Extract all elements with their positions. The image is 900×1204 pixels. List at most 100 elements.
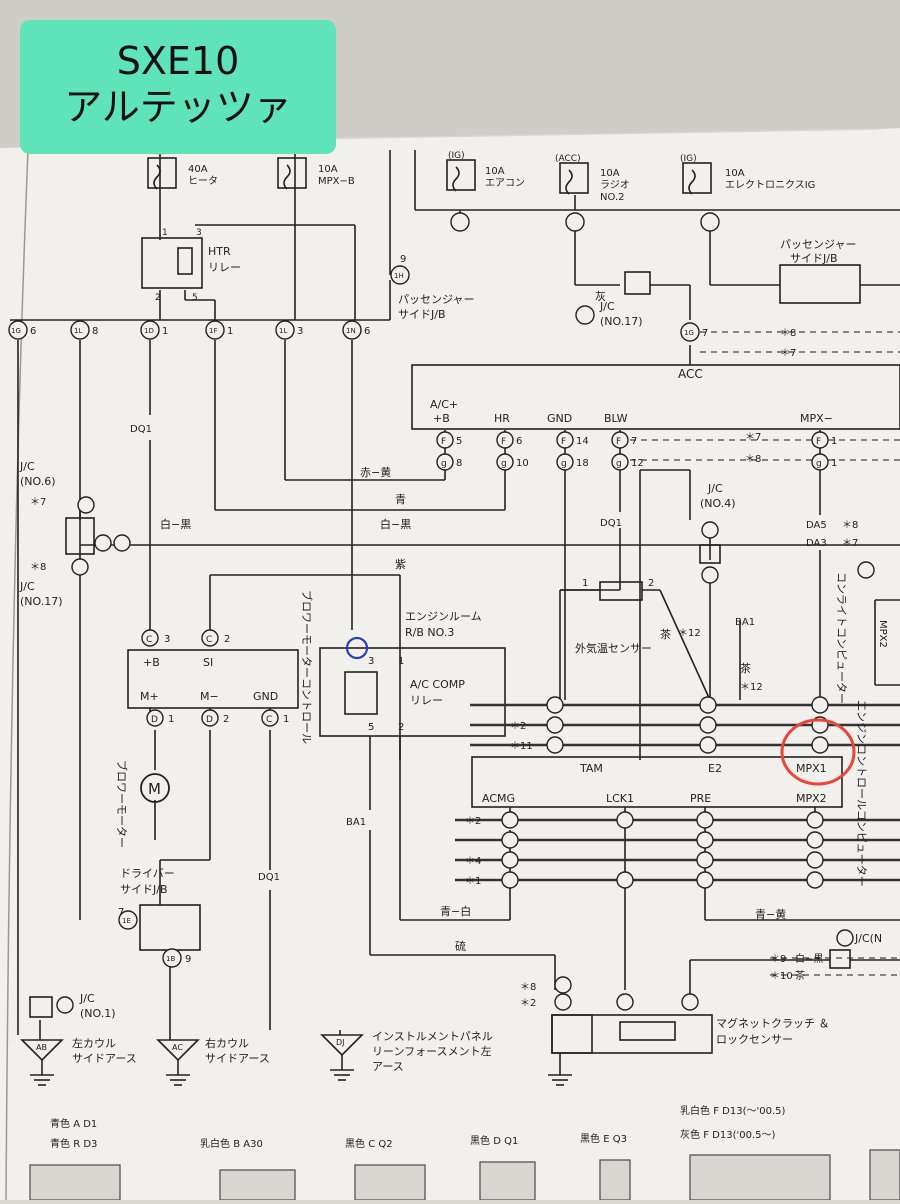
jc6-label: J/C [19, 460, 35, 473]
svg-text:＊8: ＊8 [520, 982, 536, 993]
svg-text:＊12: ＊12 [740, 682, 763, 693]
fuse-4-name2: NO.2 [600, 192, 625, 203]
wire-white-black-1: 白−黒 [160, 517, 191, 531]
blower-pin-si: SI [203, 656, 213, 669]
ecu-side-label: エンジンコントロールコンピューター [855, 700, 868, 887]
connector-circles [8, 212, 875, 1014]
svg-text:F: F [561, 437, 566, 447]
ecu-pin-lck1: LCK1 [606, 792, 634, 805]
svg-text:3: 3 [368, 656, 374, 667]
svg-text:＊8: ＊8 [780, 328, 796, 339]
svg-text:1B: 1B [166, 955, 175, 963]
wire-purple: 紫 [395, 558, 406, 571]
svg-text:6: 6 [516, 436, 522, 447]
htr-pin-1: 1 [162, 228, 168, 238]
wires [10, 150, 900, 1070]
blower-motor-symbol [140, 773, 170, 803]
conn-id-dq1-c: DQ1 [258, 872, 280, 883]
fuse-1-name: ヒータ [188, 175, 218, 187]
svg-text:8: 8 [456, 458, 462, 469]
htr-relay-label: HTR [208, 245, 231, 258]
wire-blue-1: 青 [395, 493, 406, 506]
fuse-5-name: エレクトロニクスIG [725, 179, 815, 191]
conn-top-2: 1L [74, 327, 82, 335]
svg-text:＊1: ＊1 [465, 876, 481, 887]
svg-text:＊10: ＊10 [770, 971, 793, 982]
mpx2-right-label: MPX2 [877, 620, 888, 648]
conn-top-2n: 8 [92, 326, 98, 337]
htr-relay-label2: リレー [208, 261, 241, 274]
svg-text:7: 7 [631, 436, 637, 447]
legend-7: 乳白色 F D13(〜'00.5) [680, 1104, 785, 1117]
magnet-clutch-label: マグネットクラッチ ＆ [716, 1016, 830, 1030]
wire-gray-1: 灰 [595, 289, 606, 303]
ac-computer-label: コンライトコンピューター [835, 572, 848, 704]
legend-connectors [29, 1149, 900, 1201]
fuse-shapes [29, 157, 861, 1054]
svg-text:3: 3 [164, 634, 170, 645]
svg-text:AC: AC [172, 1043, 183, 1052]
conn-top-1n: 6 [30, 326, 36, 337]
legend-4: 黒色 C Q2 [345, 1137, 393, 1150]
ecu-pin-tam: TAM [579, 762, 603, 775]
amp-pin-b: +B [433, 412, 450, 425]
svg-text:1: 1 [168, 714, 174, 725]
blower-pin-b: +B [143, 656, 160, 669]
jc4-label2: (NO.4) [700, 497, 736, 510]
svg-text:g: g [501, 459, 507, 469]
wire-brown-1: 茶 [660, 628, 671, 641]
svg-text:1: 1 [831, 436, 837, 447]
jc6-label2: (NO.6) [20, 475, 56, 488]
jc1-label2: (NO.1) [80, 1007, 116, 1020]
conn-top-5: 1L [279, 327, 287, 335]
wire-white-black-2: 白−黒 [380, 517, 411, 531]
svg-text:5: 5 [456, 436, 462, 447]
ground-ab-label: 左カウル [72, 1037, 116, 1050]
amp-pin-blw: BLW [604, 412, 628, 425]
outside-sensor-label: 外気温センサー [575, 641, 652, 655]
conn-top-6n: 6 [364, 326, 370, 337]
fuse-2-amp: 10A [318, 164, 338, 175]
jc17-left-label: J/C [19, 580, 35, 593]
svg-text:18: 18 [576, 458, 589, 469]
svg-text:5: 5 [368, 722, 374, 733]
driver-jb-label: ドライバー [120, 867, 175, 880]
conn-id-ba1-a: BA1 [735, 617, 755, 628]
svg-text:＊9: ＊9 [770, 954, 786, 965]
blower-control-label: ブロワーモーターコントロール [300, 590, 314, 744]
amp-pin-gnd: GND [547, 412, 572, 425]
jc17-left-label2: (NO.17) [20, 595, 63, 608]
jc1-label: J/C [79, 992, 95, 1005]
conn-id-ba1-b: BA1 [346, 817, 366, 828]
conn-top-4: 1F [209, 327, 217, 335]
fuse-3-name: エアコン [485, 178, 525, 189]
acc-label: ACC [678, 367, 703, 381]
blower-pin-mplus: M+ [140, 690, 159, 703]
conn-top-7: 1H [394, 272, 404, 280]
page-curl-left [5, 149, 29, 1201]
model-code: SXE10 [116, 39, 240, 83]
svg-text:＊8: ＊8 [842, 520, 858, 531]
svg-text:＊11: ＊11 [510, 741, 533, 752]
svg-text:DJ: DJ [336, 1038, 345, 1047]
passenger-jb-label: パッセンジャー [398, 293, 474, 306]
svg-text:C: C [206, 635, 212, 645]
svg-text:1: 1 [831, 458, 837, 469]
svg-text:F: F [816, 437, 821, 447]
conn-top-5n: 3 [297, 326, 303, 337]
svg-text:D: D [151, 715, 158, 725]
ground-symbols [20, 1034, 572, 1086]
svg-text:＊4: ＊4 [465, 856, 481, 867]
svg-text:1: 1 [582, 578, 588, 589]
svg-text:C: C [266, 715, 272, 725]
svg-text:＊7: ＊7 [780, 348, 796, 359]
svg-text:＊2: ＊2 [510, 721, 526, 732]
fuse-1-amp: 40A [188, 164, 208, 175]
svg-text:1: 1 [398, 656, 404, 667]
legend-8: 灰色 F D13('00.5〜) [680, 1128, 775, 1141]
svg-text:g: g [561, 459, 567, 469]
fuse-4-amp: 10A [600, 168, 620, 179]
svg-text:7: 7 [118, 907, 124, 918]
conn-top-3n: 1 [162, 326, 168, 337]
jc4-label: J/C [707, 482, 723, 495]
